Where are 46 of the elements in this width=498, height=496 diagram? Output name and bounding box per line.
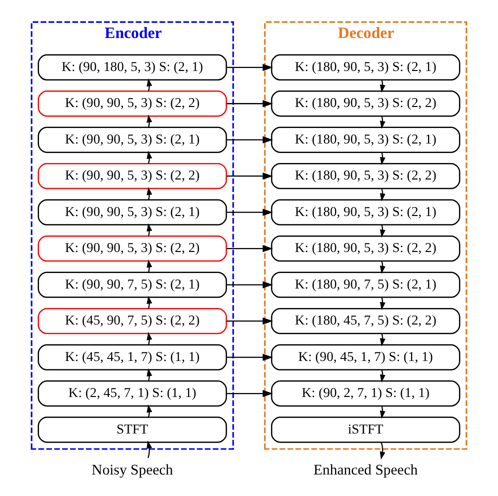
node-box: K: (180, 90, 7, 5) S: (2, 1) bbox=[271, 272, 460, 298]
node-box: K: (180, 90, 5, 3) S: (2, 1) bbox=[271, 126, 460, 153]
arrow bbox=[146, 368, 152, 382]
arrow bbox=[226, 245, 273, 252]
arrow bbox=[146, 114, 152, 128]
arrow bbox=[146, 332, 152, 345]
node-box: K: (180, 90, 5, 3) S: (2, 2) bbox=[271, 90, 460, 117]
node-box: K: (90, 90, 5, 3) S: (2, 1) bbox=[38, 126, 227, 153]
arrow bbox=[146, 260, 152, 272]
arrow bbox=[380, 442, 386, 460]
node-box: K: (90, 90, 5, 3) S: (2, 2) bbox=[38, 163, 227, 190]
node-box: K: (180, 90, 5, 3) S: (2, 2) bbox=[271, 235, 460, 262]
node-box: K: (90, 90, 7, 5) S: (2, 1) bbox=[38, 272, 227, 298]
node-box: K: (90, 180, 5, 3) S: (2, 1) bbox=[38, 54, 227, 80]
node-box: iSTFT bbox=[271, 416, 460, 443]
node-box: STFT bbox=[38, 416, 227, 443]
arrow bbox=[226, 354, 273, 361]
node-box: K: (180, 45, 7, 5) S: (2, 2) bbox=[271, 308, 460, 334]
arrow bbox=[226, 172, 273, 180]
arrow bbox=[146, 440, 152, 458]
arrow bbox=[226, 390, 273, 398]
arrow bbox=[146, 187, 152, 200]
node-box: K: (180, 90, 5, 3) S: (2, 1) bbox=[271, 54, 460, 80]
node-box: K: (90, 45, 1, 7) S: (1, 1) bbox=[271, 344, 460, 370]
arrow bbox=[226, 208, 273, 216]
node-box: K: (90, 90, 5, 3) S: (2, 1) bbox=[38, 199, 227, 226]
node-box: K: (180, 90, 5, 3) S: (2, 1) bbox=[271, 199, 460, 226]
node-box: K: (90, 90, 5, 3) S: (2, 2) bbox=[38, 90, 227, 117]
node-box: K: (180, 90, 5, 3) S: (2, 2) bbox=[271, 163, 460, 190]
node-box: K: (45, 45, 1, 7) S: (1, 1) bbox=[38, 344, 227, 370]
arrow bbox=[226, 317, 273, 325]
node-box: K: (90, 90, 5, 3) S: (2, 2) bbox=[38, 235, 227, 262]
arrow bbox=[380, 80, 386, 93]
arrow bbox=[146, 296, 152, 309]
node-box: K: (90, 2, 7, 1) S: (1, 1) bbox=[271, 380, 460, 407]
node-box: K: (2, 45, 7, 1) S: (1, 1) bbox=[38, 380, 227, 407]
arrow bbox=[226, 281, 273, 288]
node-text: Enhanced Speech bbox=[314, 462, 418, 478]
node-text: Noisy Speech bbox=[92, 462, 174, 478]
arrow bbox=[146, 150, 152, 164]
arrow bbox=[226, 64, 273, 71]
arrow bbox=[146, 223, 152, 236]
node-box: K: (45, 90, 7, 5) S: (2, 2) bbox=[38, 308, 227, 334]
arrow bbox=[226, 136, 273, 144]
arrow bbox=[226, 100, 273, 108]
arrow bbox=[146, 78, 152, 92]
